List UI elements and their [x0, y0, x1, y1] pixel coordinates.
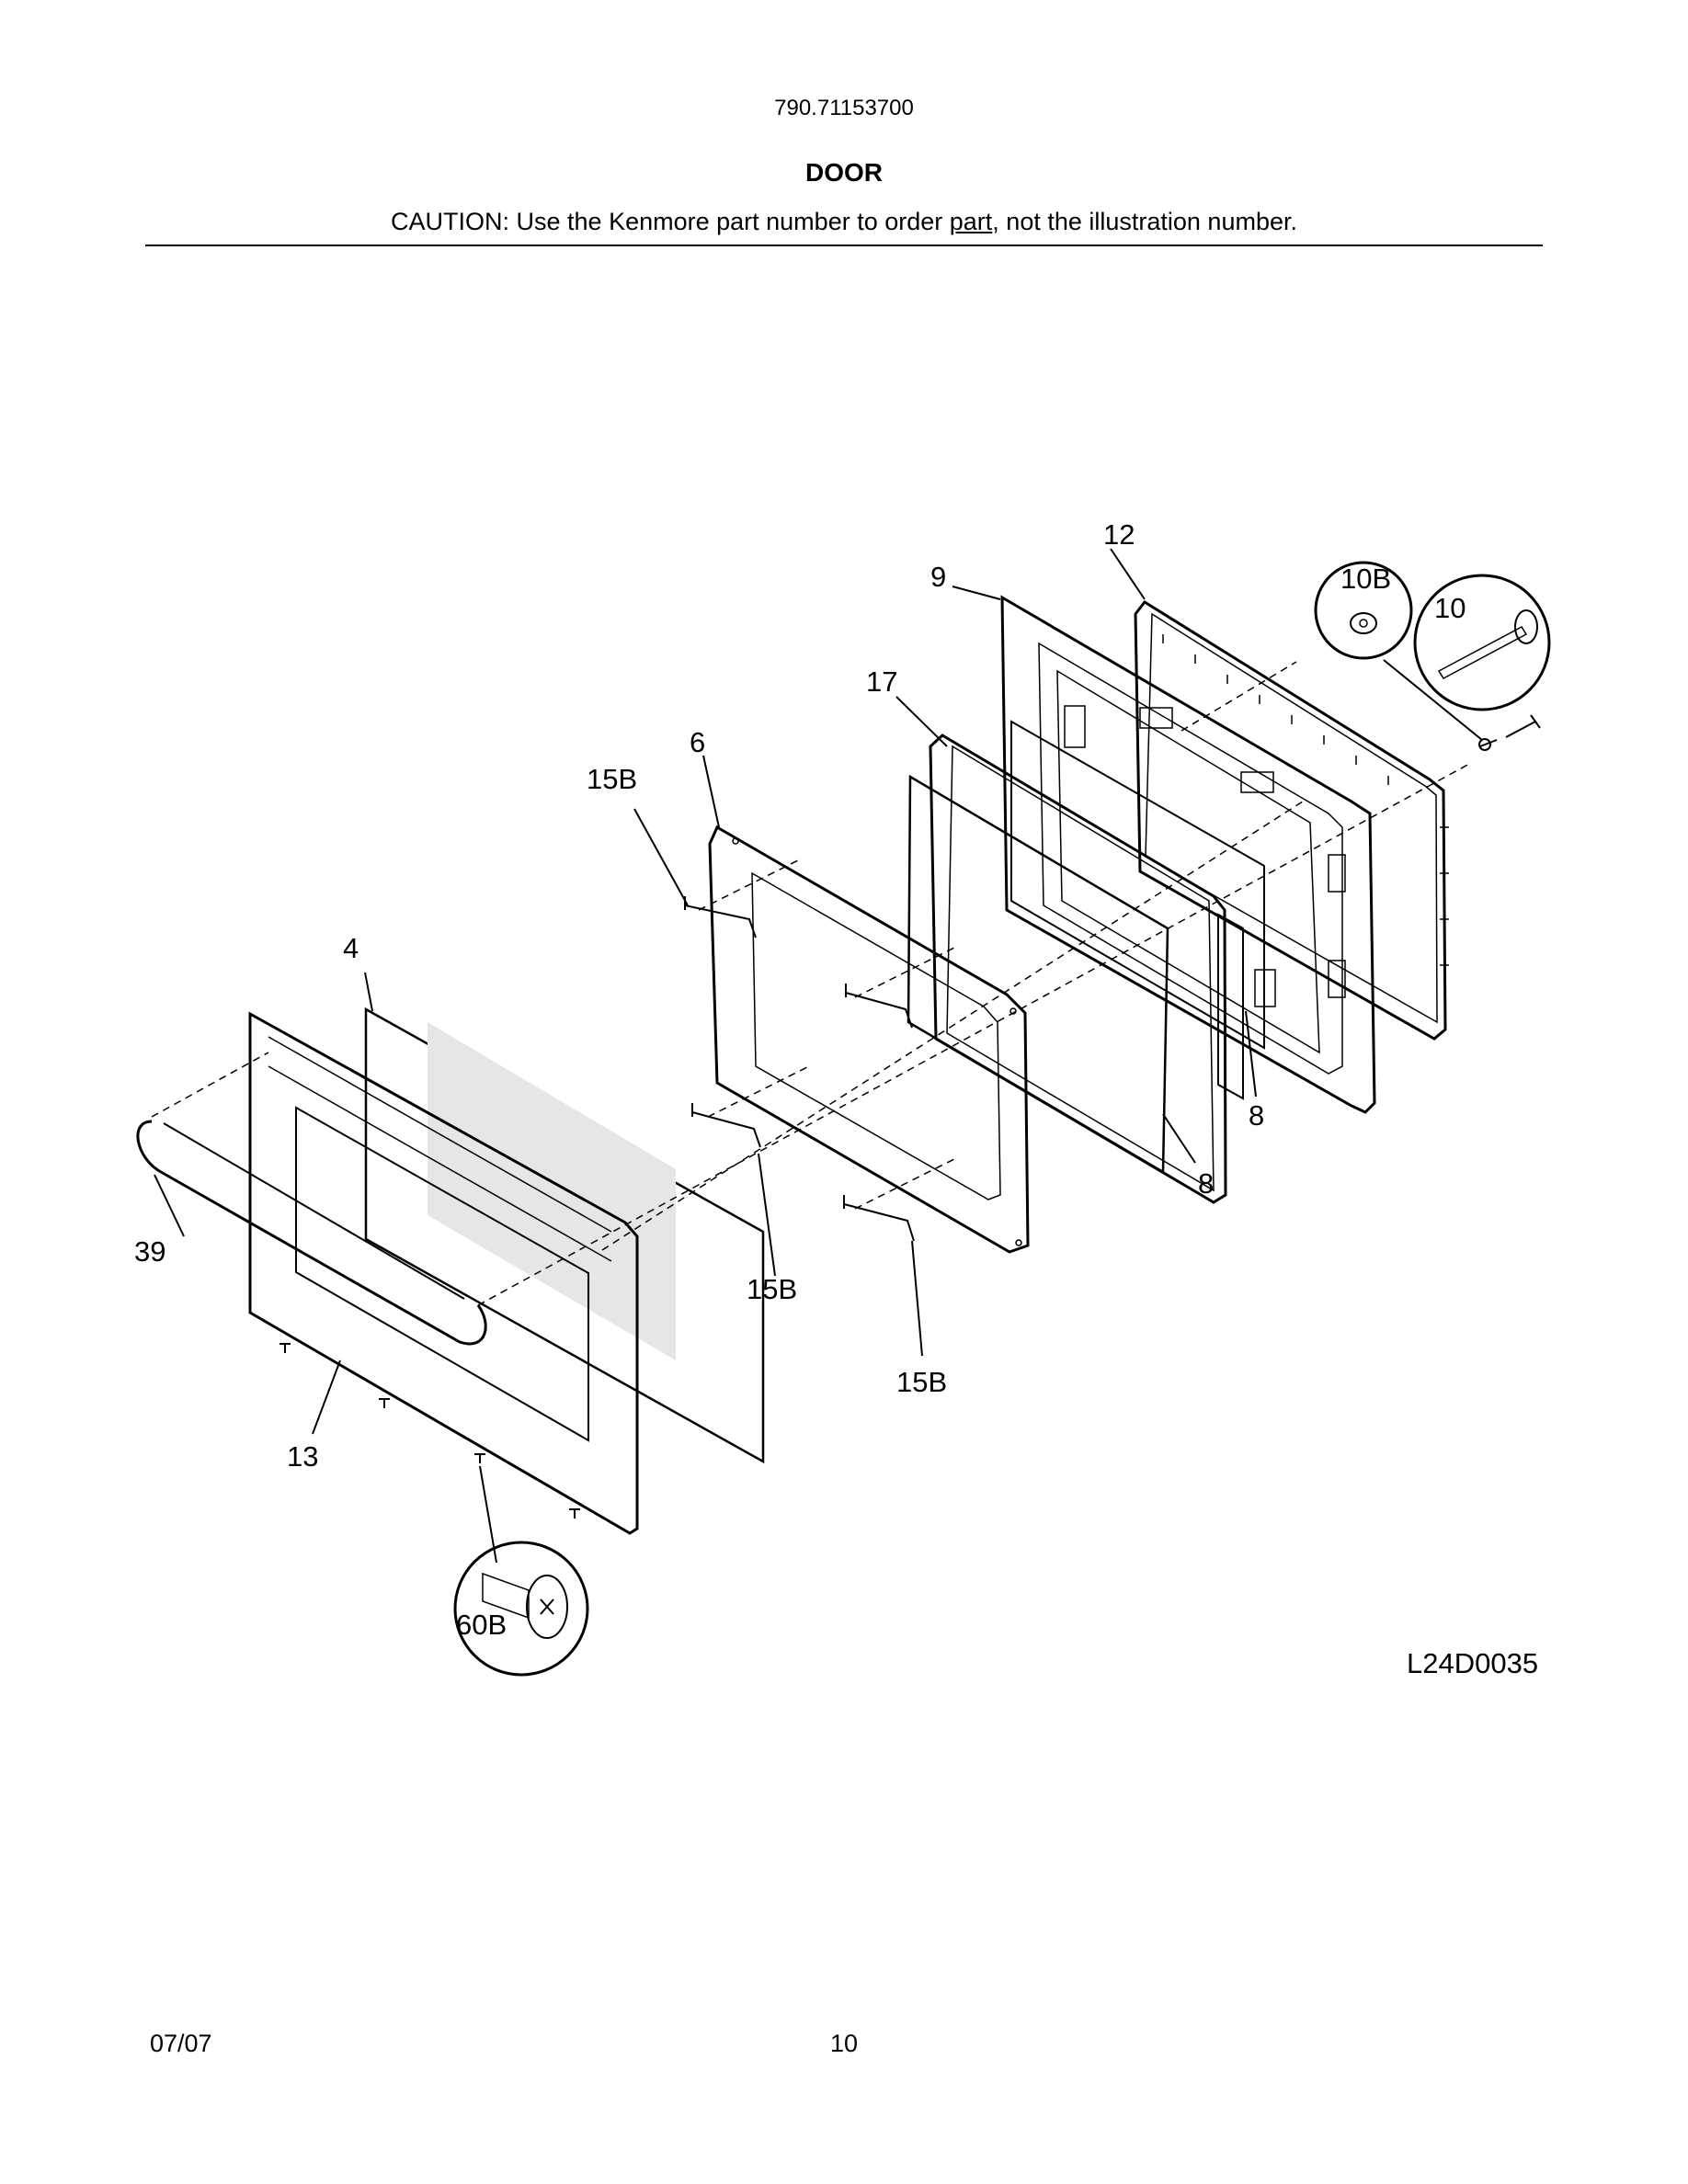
- callout-12: 12: [1103, 518, 1135, 551]
- leader-lines: [154, 548, 1483, 1564]
- part-9-inner-door-panel: [1000, 595, 1376, 1114]
- part-17-glass-pack: [929, 720, 1265, 1204]
- part-13-outer-door-panel: [248, 1011, 639, 1535]
- footer-date: 07/07: [150, 2030, 212, 2057]
- page-title: DOOR: [805, 158, 883, 187]
- caution-underlined-word: part: [949, 208, 993, 235]
- callout-15b-mid: 15B: [747, 1273, 797, 1305]
- callout-6: 6: [690, 726, 705, 758]
- callout-39: 39: [134, 1235, 165, 1268]
- header-rule: [145, 245, 1543, 246]
- part-39-handle: [136, 1120, 487, 1346]
- caution-text-end: , not the illustration number.: [992, 208, 1297, 235]
- footer-page-number: 10: [829, 2030, 859, 2057]
- detail-circle-10b: [1314, 561, 1413, 660]
- caution-text: CAUTION: Use the Kenmore part number to …: [0, 208, 1688, 236]
- callout-17: 17: [866, 665, 897, 698]
- callout-15b-low: 15B: [896, 1366, 947, 1398]
- callout-8-low: 8: [1198, 1167, 1214, 1200]
- part-4-outer-glass: [364, 1007, 765, 1464]
- alignment-lines: [151, 661, 1472, 1306]
- caution-text-start: CAUTION: Use the Kenmore part number to …: [391, 208, 950, 235]
- part-12-door-gasket: [1134, 600, 1449, 1041]
- callout-9: 9: [930, 561, 946, 593]
- callout-10b: 10B: [1340, 563, 1391, 595]
- callout-60b: 60B: [456, 1609, 507, 1641]
- part-6-door-liner: [708, 825, 1030, 1254]
- drawing-code: L24D0035: [1407, 1647, 1538, 1679]
- callout-13: 13: [287, 1440, 318, 1473]
- callout-4: 4: [343, 932, 359, 964]
- detail-circle-60b: [453, 1541, 589, 1677]
- part-10-screw-and-washer: [1478, 714, 1541, 751]
- part-15b-clips: [684, 896, 915, 1242]
- callout-10: 10: [1434, 592, 1466, 624]
- part-8-window-glass: [907, 774, 1244, 1175]
- callout-labels: 12 9 10B 10 17 6 15B 4 39 15B 15B 13 8 8…: [134, 518, 1538, 1679]
- model-number: 790.71153700: [774, 96, 914, 120]
- part-60b-screws: [279, 1343, 580, 1519]
- callout-8-right: 8: [1249, 1099, 1264, 1132]
- detail-circle-10: [1413, 574, 1551, 711]
- callout-15b-top: 15B: [587, 763, 637, 795]
